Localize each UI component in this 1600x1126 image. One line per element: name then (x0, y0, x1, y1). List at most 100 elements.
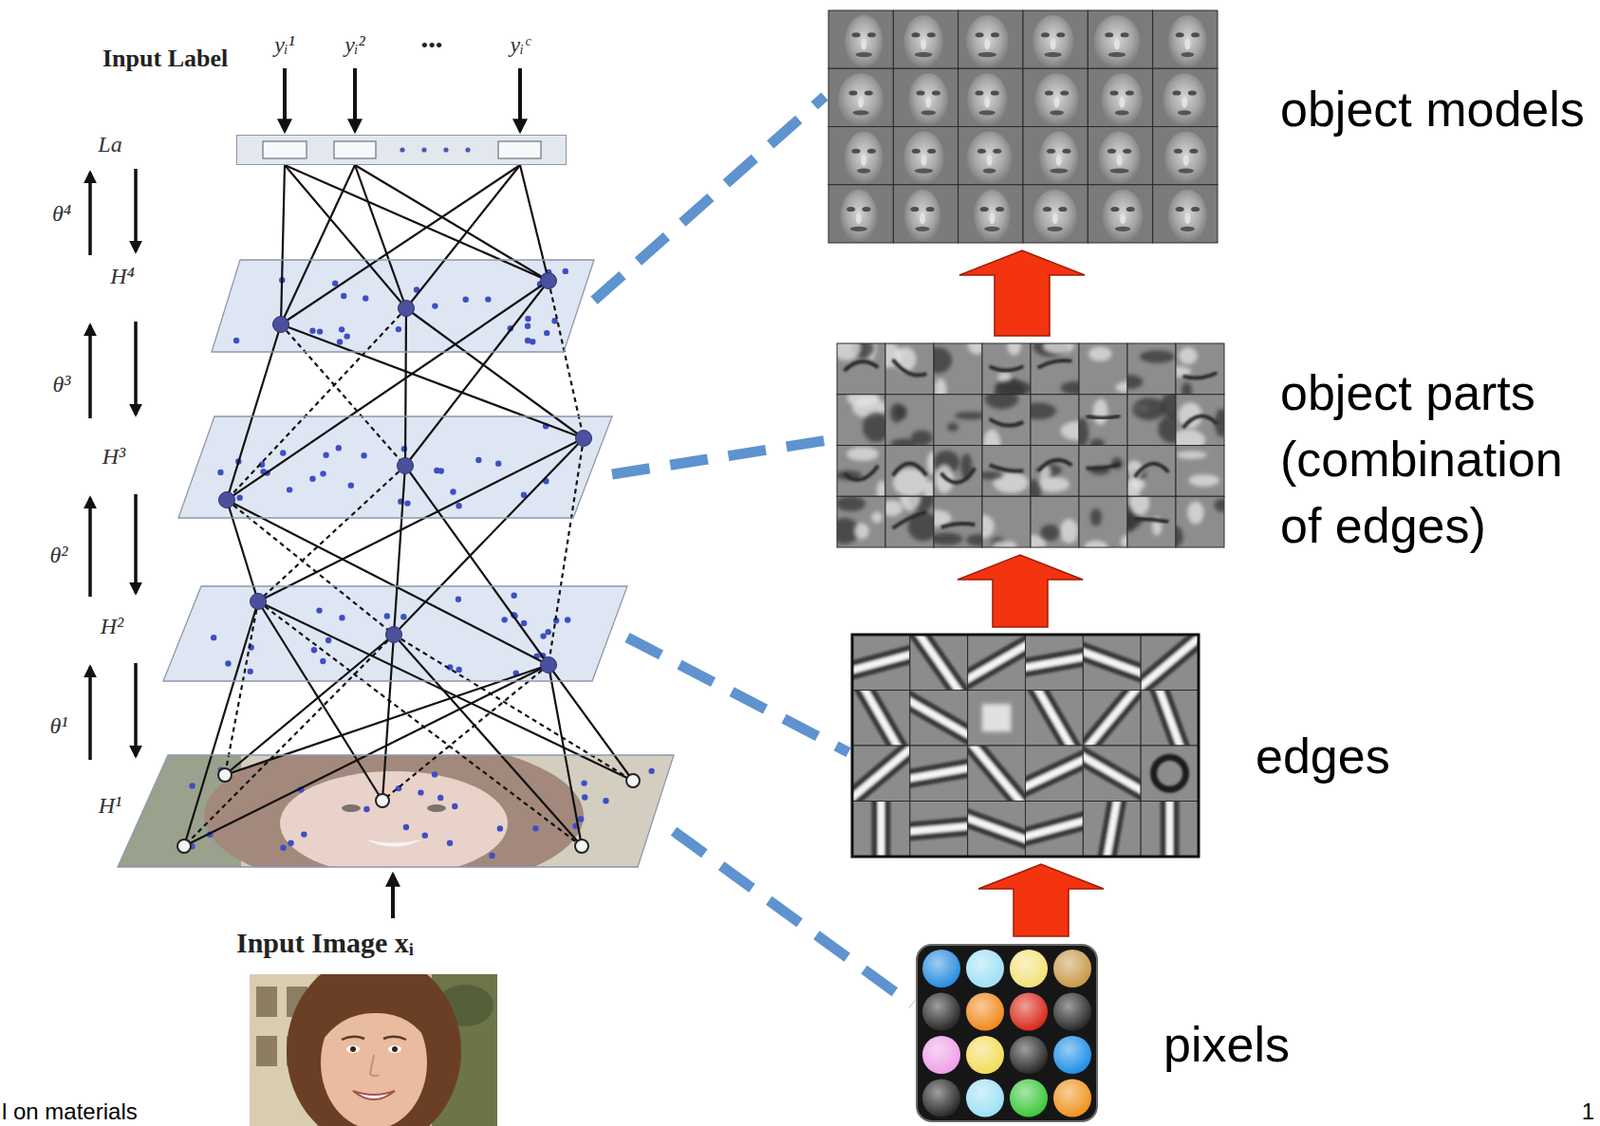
face-mouth (1108, 52, 1127, 57)
parameter-symbol: θ⁴ (52, 201, 72, 228)
neuron-dot (403, 824, 410, 831)
cell-bg (1087, 185, 1153, 243)
neuron-dot (495, 460, 502, 466)
hierarchy-arrow (959, 250, 1085, 336)
hidden-layer-plane: H¹ (117, 755, 674, 868)
bar-dot (421, 147, 427, 152)
label-holder: yᵢ² (0, 0, 21, 27)
network-weight (258, 601, 633, 782)
cell-bg (1153, 68, 1218, 127)
part-blob (1130, 479, 1146, 490)
face-mouth (1177, 167, 1193, 173)
face-mouth (914, 226, 930, 232)
label-layer-bar: Input Label (236, 134, 567, 166)
neuron-dot (279, 449, 286, 456)
edge-dark (1160, 781, 1167, 877)
face-mouth (977, 52, 997, 57)
cell-bg (958, 185, 1024, 243)
face-nose (855, 212, 862, 224)
cell-bg (1140, 745, 1199, 802)
face-eye (974, 90, 984, 95)
face-mouth (978, 110, 995, 115)
neuron-dot (446, 840, 453, 847)
cell-bg (893, 68, 958, 127)
cell-border (1030, 394, 1080, 447)
cell-border (1087, 185, 1153, 243)
cell-border (852, 745, 911, 802)
grid-cell (1153, 10, 1218, 69)
neuron-dot (438, 467, 445, 474)
cell-border (828, 127, 894, 186)
grid-cell (1121, 446, 1176, 503)
edge-light (1166, 781, 1173, 877)
grid-cell (1079, 446, 1128, 498)
bar-dot (443, 147, 448, 152)
neuron-dot (279, 844, 286, 851)
part-blob (871, 512, 882, 524)
neuron-dot (309, 328, 316, 335)
part-curve (1086, 464, 1121, 469)
face-eye (1104, 32, 1114, 38)
photo-window (256, 986, 278, 1018)
neuron-dot (524, 323, 531, 330)
cell-border (1023, 127, 1088, 186)
face-nose (857, 96, 864, 109)
face-eye (1042, 206, 1052, 212)
cell-border (1025, 745, 1084, 802)
neuron-dot (451, 803, 458, 810)
grid-cell (1082, 781, 1141, 878)
neuron-dot (417, 789, 424, 796)
cell-border (1127, 394, 1176, 447)
cell-bg (893, 10, 958, 69)
direction-arrow (133, 168, 138, 252)
grid-cell (958, 185, 1024, 243)
part-blob (1175, 450, 1208, 459)
face-eye (980, 206, 989, 212)
grid-cell (828, 68, 894, 127)
edge-ring (1153, 757, 1187, 790)
cell-border (852, 634, 911, 691)
neuron-dot (455, 596, 462, 603)
input-unit (626, 774, 640, 788)
face-mouth (855, 52, 874, 57)
grid-cell (1161, 343, 1225, 399)
edge-dark (1033, 671, 1086, 758)
face-blob (1039, 130, 1079, 185)
cell-border (958, 10, 1024, 69)
part-curve (1134, 519, 1170, 522)
face-nose (925, 96, 931, 109)
direction-arrow (88, 172, 93, 256)
face-mouth (1115, 110, 1130, 115)
cell-border (837, 343, 886, 395)
layer-name: H¹ (98, 793, 123, 820)
neuron-dot (545, 629, 552, 635)
network-weight (520, 165, 549, 281)
face-eye (846, 206, 856, 212)
pixel (1053, 949, 1092, 988)
neuron-dot (335, 445, 342, 451)
face-mouth (983, 167, 997, 173)
layer-name: H³ (102, 444, 127, 471)
label-unit (334, 141, 376, 159)
direction-arrow (88, 667, 93, 761)
photo-window (256, 1036, 278, 1067)
cell-border (967, 690, 1026, 747)
face-blob (1168, 189, 1208, 243)
parameter-symbol: θ¹ (50, 713, 69, 741)
cell-border (1087, 10, 1153, 69)
face-mouth (984, 226, 1000, 232)
neuron-dot (332, 279, 338, 286)
face-nose (984, 96, 990, 109)
pixel (922, 1036, 961, 1075)
network-weight (548, 665, 633, 782)
bar-dot (465, 147, 470, 152)
network-weight (226, 308, 407, 501)
network-weight (548, 438, 584, 666)
face-eye (1122, 148, 1132, 154)
edge-blob (982, 704, 1011, 732)
face-eye (995, 206, 1005, 212)
neuron-dot (210, 634, 217, 641)
grid-cell (1087, 10, 1153, 69)
cell-bg (828, 10, 894, 69)
